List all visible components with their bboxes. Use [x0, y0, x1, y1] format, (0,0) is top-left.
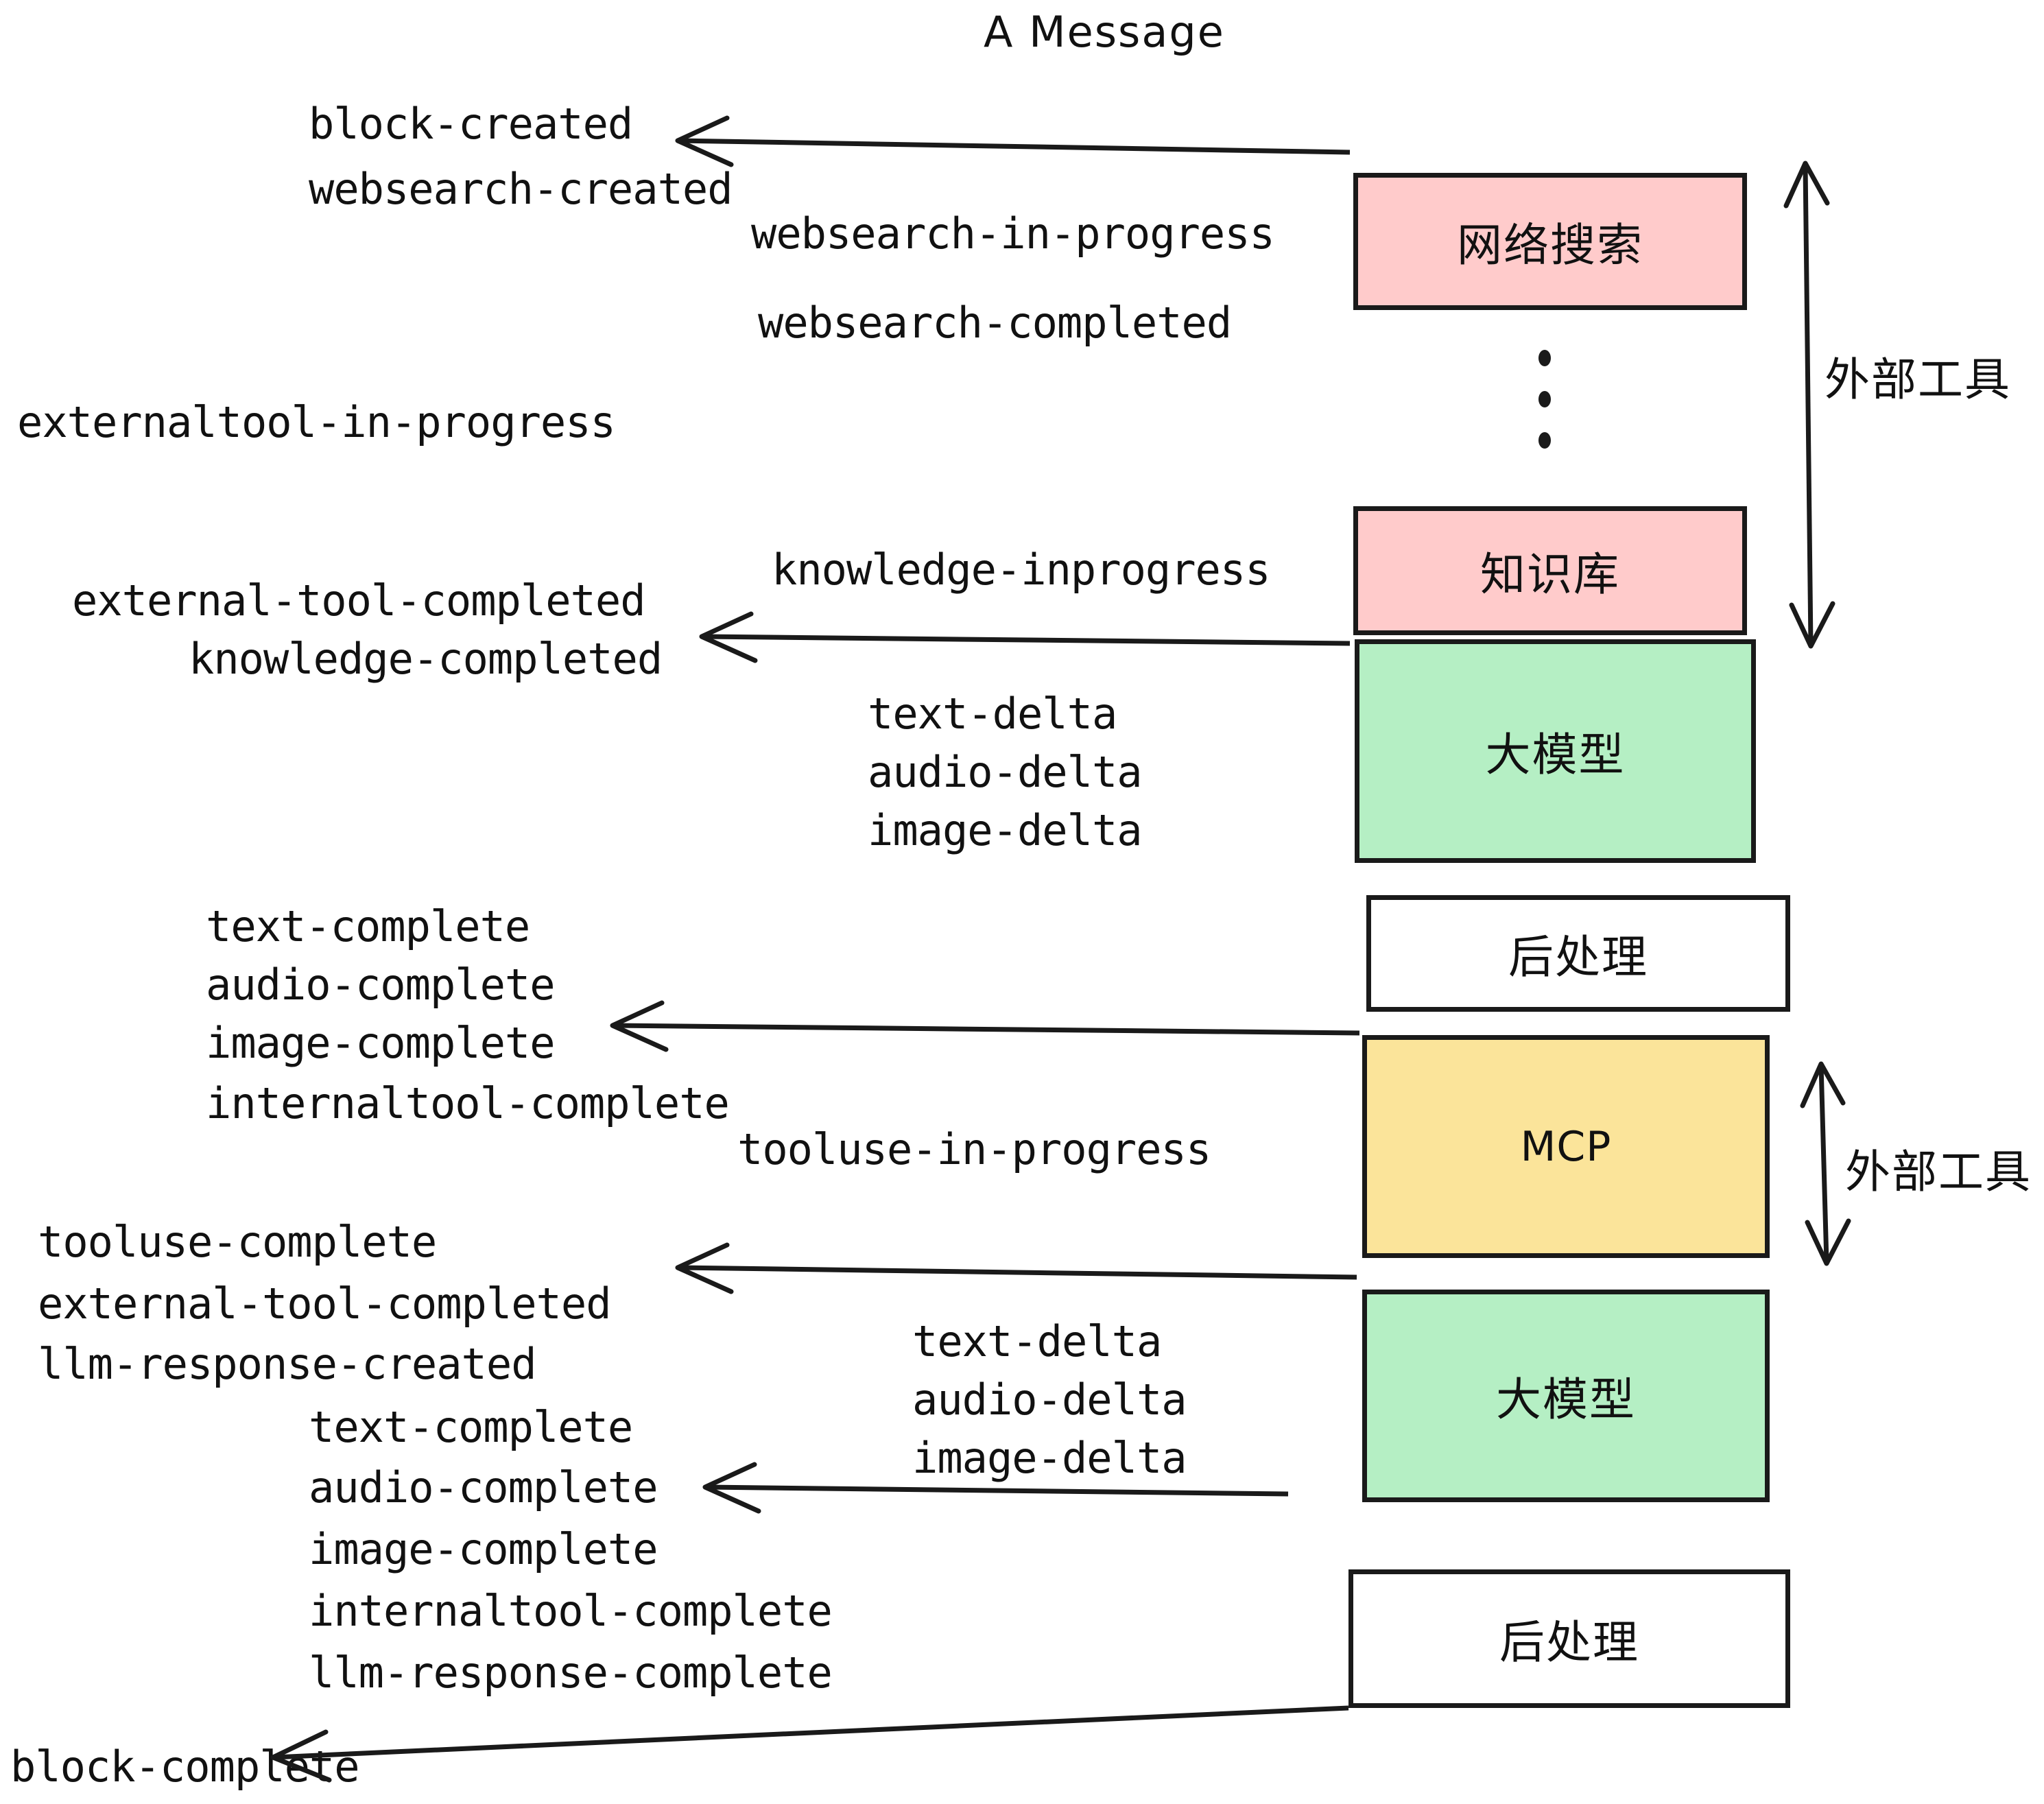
arrow-tooluse-complete — [675, 1242, 1357, 1294]
event-label-block-complete: block-complete — [10, 1742, 360, 1792]
side-label-external-tools-bottom: 外部工具 — [1845, 1146, 2032, 1198]
event-label-block-created: block-created — [309, 99, 633, 149]
event-label-websearch-created: websearch-created — [309, 164, 733, 214]
event-label-text-delta-2: text-delta — [912, 1316, 1162, 1366]
page-title: A Message — [984, 7, 1225, 57]
node-llm-2[interactable]: 大模型 — [1362, 1290, 1770, 1502]
event-label-audio-delta-2: audio-delta — [912, 1375, 1187, 1425]
event-label-externaltool-in-progress: externaltool-in-progress — [17, 397, 616, 447]
event-label-image-delta-2: image-delta — [912, 1433, 1187, 1483]
event-label-image-complete-1: image-complete — [206, 1018, 556, 1068]
node-llm-1-label: 大模型 — [1485, 728, 1626, 781]
node-postprocess-2-label: 后处理 — [1499, 1616, 1639, 1669]
arrow-knowledge-completed — [699, 611, 1351, 663]
node-postprocess-1[interactable]: 后处理 — [1366, 895, 1790, 1012]
event-label-image-delta-1: image-delta — [868, 805, 1143, 855]
event-label-audio-complete-1: audio-complete — [206, 960, 556, 1010]
node-knowledge-label: 知识库 — [1480, 548, 1620, 601]
event-label-internaltool-complete-2: internaltool-complete — [309, 1586, 833, 1636]
event-label-llm-response-created: llm-response-created — [38, 1339, 537, 1389]
node-knowledge[interactable]: 知识库 — [1353, 506, 1747, 635]
event-label-external-tool-completed-2: external-tool-completed — [38, 1279, 612, 1329]
ellipsis-dot-2 — [1538, 391, 1551, 407]
event-label-text-delta-1: text-delta — [868, 689, 1117, 739]
event-label-knowledge-inprogress: knowledge-inprogress — [772, 545, 1271, 595]
event-label-image-complete-2: image-complete — [309, 1524, 658, 1574]
side-label-external-tools-top: 外部工具 — [1825, 353, 2011, 406]
event-label-tooluse-complete: tooluse-complete — [38, 1217, 437, 1267]
event-label-text-complete-1: text-complete — [206, 901, 530, 951]
event-label-external-tool-completed-1: external-tool-completed — [72, 575, 646, 626]
event-label-audio-delta-1: audio-delta — [868, 747, 1143, 797]
arrow-block-created — [675, 115, 1351, 167]
arrow-block-complete — [270, 1705, 1349, 1783]
event-label-websearch-completed: websearch-completed — [758, 298, 1232, 348]
node-websearch[interactable]: 网络搜索 — [1353, 173, 1747, 310]
event-label-audio-complete-2: audio-complete — [309, 1462, 658, 1512]
event-label-knowledge-completed: knowledge-completed — [189, 634, 663, 684]
ellipsis-dot-3 — [1538, 432, 1551, 449]
event-label-websearch-in-progress: websearch-in-progress — [751, 209, 1275, 259]
external-tools-arrow-bottom — [1800, 1061, 1851, 1266]
node-mcp[interactable]: MCP — [1362, 1035, 1770, 1258]
node-llm-1[interactable]: 大模型 — [1355, 639, 1756, 863]
node-mcp-label: MCP — [1520, 1122, 1612, 1171]
event-label-llm-response-complete: llm-response-complete — [309, 1648, 833, 1698]
ellipsis-dot-1 — [1538, 350, 1551, 366]
node-llm-2-label: 大模型 — [1496, 1373, 1636, 1426]
event-label-tooluse-in-progress: tooluse-in-progress — [737, 1124, 1211, 1174]
node-postprocess-1-label: 后处理 — [1508, 931, 1648, 984]
node-postprocess-2[interactable]: 后处理 — [1348, 1569, 1790, 1708]
arrow-image-complete — [610, 1000, 1360, 1052]
node-websearch-label: 网络搜索 — [1457, 219, 1643, 272]
event-label-text-complete-2: text-complete — [309, 1402, 633, 1452]
event-label-internaltool-complete-1: internaltool-complete — [206, 1078, 730, 1128]
